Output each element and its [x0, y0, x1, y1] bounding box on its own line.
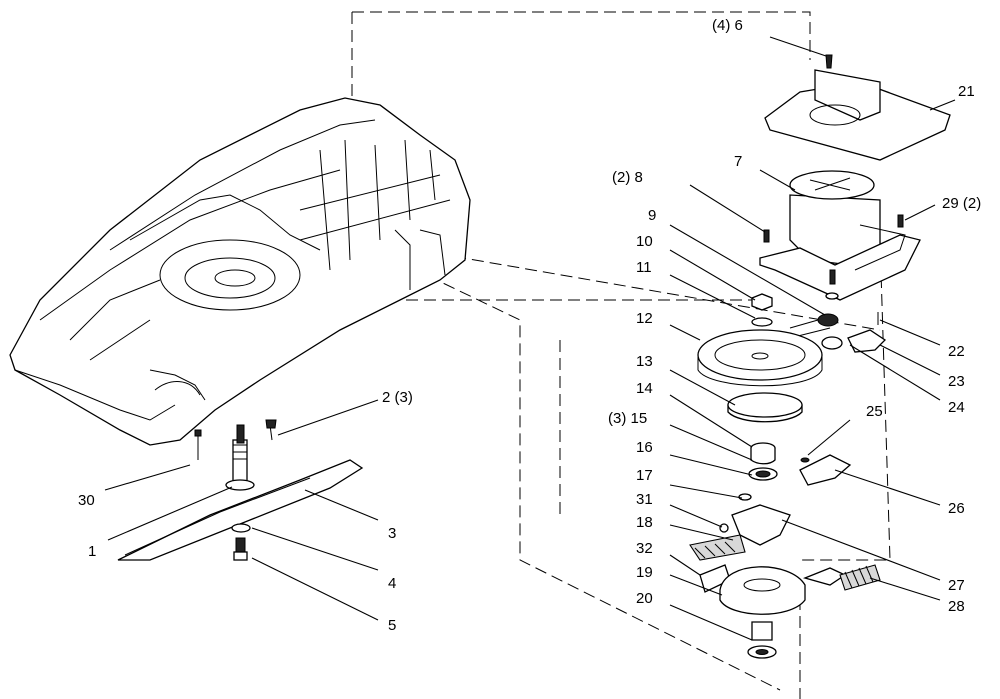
- callout-29: 29 (2): [942, 195, 981, 212]
- blade-assembly: [117, 419, 364, 561]
- callout-10: 10: [636, 233, 653, 250]
- callout-15: (3) 15: [608, 410, 647, 427]
- callout-labels: (4) 6 21 7 (2) 8 29 (2) 9 10 11 12 22 23…: [78, 17, 981, 634]
- callout-16: 16: [636, 439, 653, 456]
- callout-26: 26: [948, 500, 965, 517]
- callout-2: 2 (3): [382, 389, 413, 406]
- callout-27: 27: [948, 577, 965, 594]
- callout-24: 24: [948, 399, 965, 416]
- motor-assembly: [759, 170, 921, 301]
- callout-20: 20: [636, 590, 653, 607]
- leader-lines: [104, 36, 956, 641]
- base-plate: [719, 564, 881, 659]
- mower-deck-housing: [9, 97, 471, 446]
- callout-23: 23: [948, 373, 965, 390]
- motor-cover: [764, 54, 951, 161]
- callout-13: 13: [636, 353, 653, 370]
- callout-11: 11: [636, 259, 652, 276]
- callout-14: 14: [636, 380, 653, 397]
- callout-19: 19: [636, 564, 653, 581]
- callout-21: 21: [958, 83, 975, 100]
- callout-18: 18: [636, 514, 653, 531]
- callout-30: 30: [78, 492, 95, 509]
- callout-3: 3: [388, 525, 396, 542]
- callout-4: 4: [388, 575, 396, 592]
- callout-32: 32: [636, 540, 653, 557]
- brake-assembly: [689, 454, 852, 593]
- callout-1: 1: [88, 543, 96, 560]
- callout-31: 31: [636, 491, 653, 508]
- callout-25: 25: [866, 403, 883, 420]
- callout-5: 5: [388, 617, 396, 634]
- callout-17: 17: [636, 467, 653, 484]
- pulley-stack: [697, 293, 823, 481]
- callout-8: (2) 8: [612, 169, 643, 186]
- belt-and-idler: [789, 312, 887, 353]
- callout-22: 22: [948, 343, 965, 360]
- callout-6: (4) 6: [712, 17, 743, 34]
- assembly-guide-lines: [329, 11, 891, 699]
- callout-12: 12: [636, 310, 653, 327]
- callout-9: 9: [648, 207, 656, 224]
- callout-28: 28: [948, 598, 965, 615]
- callout-7: 7: [734, 153, 742, 170]
